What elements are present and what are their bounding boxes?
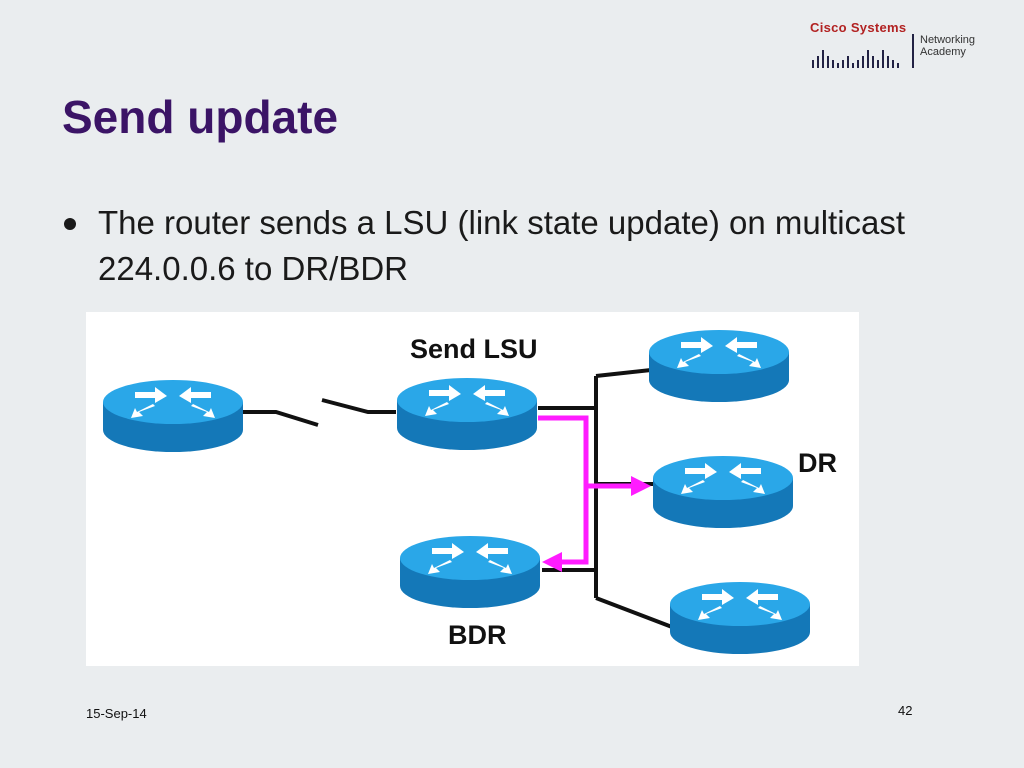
ospf-lsu-diagram: Send LSU DR BDR [86, 312, 859, 666]
router-dr [653, 456, 793, 528]
bullet-text: The router sends a LSU (link state updat… [98, 204, 906, 287]
footer-date: 15-Sep-14 [86, 706, 147, 721]
link-bus-top-router [595, 368, 652, 378]
logo-company-name: Cisco Systems [810, 20, 907, 35]
label-dr: DR [798, 448, 837, 478]
router-left [103, 380, 243, 452]
cisco-networking-academy-logo: Cisco Systems Networking Academy [808, 20, 998, 72]
link-sender-router [321, 398, 396, 414]
cisco-bridge-icon [812, 50, 899, 68]
router-top-right [649, 330, 789, 402]
logo-academy-line1: Networking [920, 34, 976, 46]
router-bottom-right [670, 582, 810, 654]
bullet-dot [64, 218, 76, 230]
router-bdr [400, 536, 540, 608]
logo-divider [912, 34, 914, 68]
link-left-router [243, 410, 319, 427]
label-bdr: BDR [448, 620, 507, 650]
footer-page-number: 42 [898, 703, 913, 718]
diagram-canvas [103, 330, 810, 654]
router-sender [397, 378, 537, 450]
bullet-item: The router sends a LSU (link state updat… [62, 200, 962, 292]
lsu-to-bdr-arrow [538, 415, 589, 572]
lsu-flow [538, 415, 651, 572]
logo-academy-text: Networking Academy [920, 34, 975, 58]
slide-title: Send update [62, 91, 339, 143]
label-send-lsu: Send LSU [410, 334, 538, 364]
link-bus-bottom-router [595, 596, 673, 629]
logo-academy-line2: Academy [920, 46, 966, 58]
